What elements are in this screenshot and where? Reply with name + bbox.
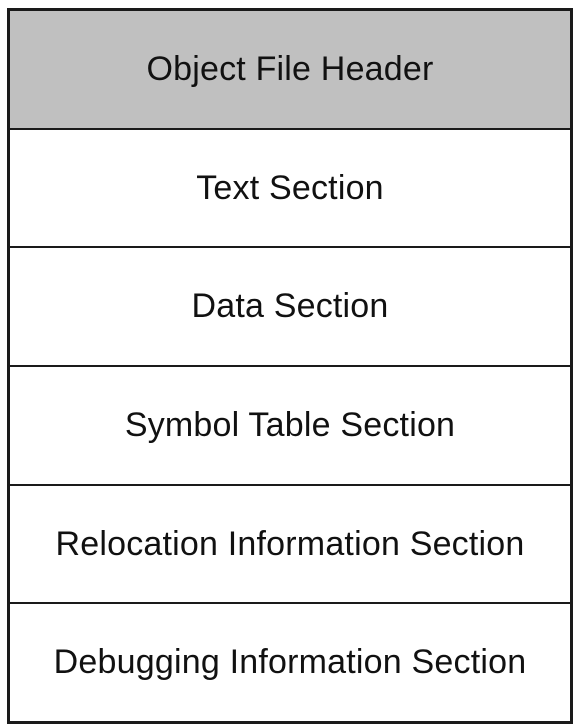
block-relocation-information-section: Relocation Information Section (10, 483, 570, 603)
block-object-file-header: Object File Header (10, 11, 570, 128)
block-text-section: Text Section (10, 127, 570, 247)
object-file-layout-diagram: Object File Header Text Section Data Sec… (7, 8, 573, 724)
block-data-section: Data Section (10, 246, 570, 366)
block-symbol-table-section: Symbol Table Section (10, 365, 570, 484)
block-debugging-information-section: Debugging Information Section (10, 602, 570, 722)
